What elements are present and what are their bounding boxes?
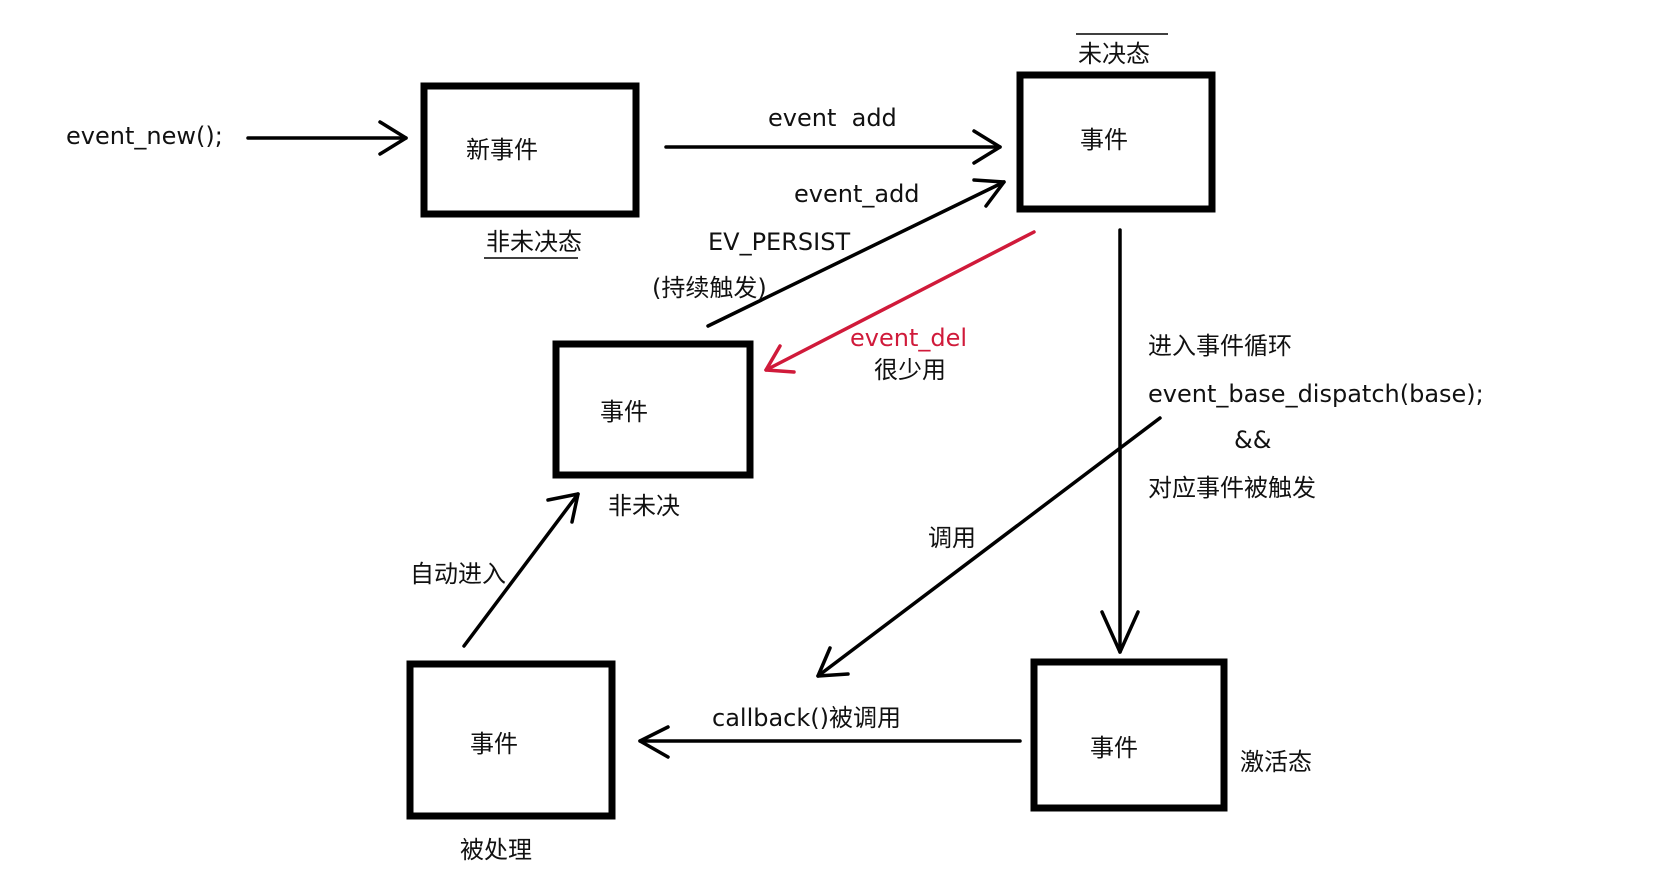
- add-label: event add: [768, 104, 897, 132]
- active-event-box-label: 事件: [1090, 734, 1138, 762]
- del-arrow-line: [764, 230, 1036, 372]
- dispatch-label-line1: 进入事件循环: [1148, 332, 1292, 360]
- new-event-state-label: 非未决态: [486, 228, 582, 256]
- persist-arrow-head: [972, 178, 1006, 208]
- pending-event-box: [1016, 71, 1216, 213]
- callback-arrow-head: [638, 725, 670, 759]
- add-arrow-head: [972, 129, 1002, 165]
- create-label: event_new();: [66, 122, 223, 150]
- create-arrow-head: [378, 120, 408, 156]
- dispatch-label-line2: event_base_dispatch(base);: [1148, 380, 1484, 408]
- callback-label: callback()被调用: [712, 704, 901, 732]
- non-pending-state-label: 非未决: [608, 492, 680, 520]
- auto-arrow-line: [462, 492, 580, 648]
- processed-event-box-label: 事件: [470, 730, 518, 758]
- new-event-box: [420, 82, 640, 218]
- del-arrow-head: [764, 344, 796, 374]
- del-label-line1: event_del: [850, 324, 967, 352]
- invoke-arrow-head: [816, 646, 850, 678]
- del-label-line2: 很少用: [874, 356, 946, 384]
- new-event-box-label: 新事件: [466, 136, 538, 164]
- pending-state-label: 未决态: [1078, 40, 1150, 68]
- non-pending-event-box-label: 事件: [600, 398, 648, 426]
- auto-arrow-head: [546, 492, 580, 524]
- processed-event-box: [406, 660, 616, 820]
- dispatch-label-line4: 对应事件被触发: [1148, 474, 1316, 502]
- non-pending-event-box: [552, 340, 754, 479]
- dispatch-label-line3: &&: [1234, 426, 1271, 454]
- persist-label-line3: (持续触发): [652, 274, 767, 302]
- persist-label-line2: EV_PERSIST: [708, 228, 850, 256]
- invoke-label: 调用: [928, 524, 976, 552]
- auto-label: 自动进入: [410, 560, 506, 588]
- persist-arrow-line: [706, 180, 1006, 328]
- dispatch-arrow-head: [1100, 610, 1140, 654]
- persist-label-line1: event_add: [794, 180, 920, 208]
- processed-state-label: 被处理: [460, 836, 532, 864]
- pending-event-box-label: 事件: [1080, 126, 1128, 154]
- active-state-label: 激活态: [1240, 748, 1312, 776]
- active-event-box: [1030, 658, 1228, 812]
- invoke-arrow-line: [816, 416, 1162, 678]
